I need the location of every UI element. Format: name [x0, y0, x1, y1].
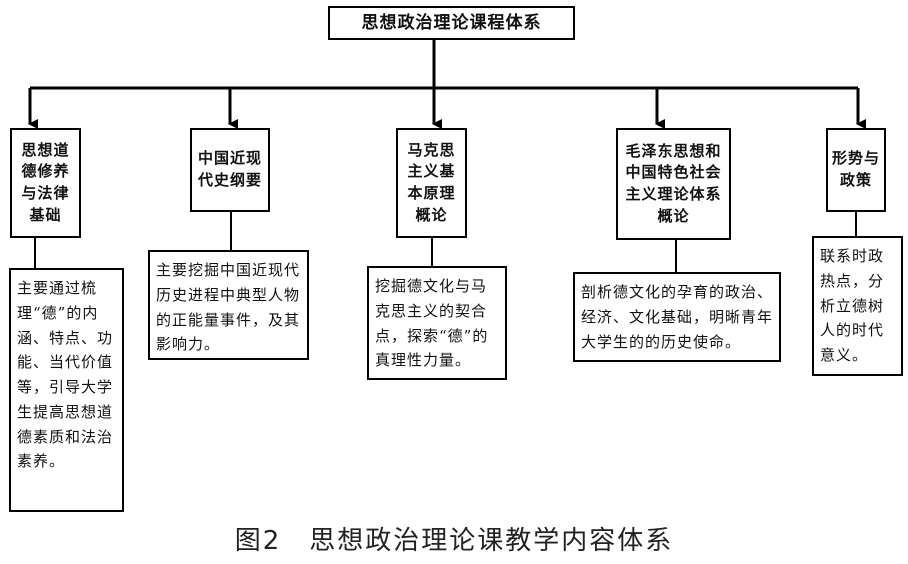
branch-4-header: 毛泽东思想和中国特色社会主义理论体系概论 [616, 128, 731, 240]
branch-1-description: 主要通过梳理“德”的内涵、特点、功能、当代价值等，引导大学生提高思想道德素质和法… [9, 268, 124, 512]
branch-4-description: 剖析德文化的孕育的政治、经济、文化基础，明晰青年大学生的的历史使命。 [573, 272, 781, 362]
branch-3-header: 马克思主义基本原理概论 [396, 128, 467, 238]
branch-4-desc-text: 剖析德文化的孕育的政治、经济、文化基础，明晰青年大学生的的历史使命。 [581, 283, 774, 351]
branch-5-title: 形势与政策 [832, 149, 881, 189]
branch-3-description: 挖掘德文化与马克思主义的契合点，探索“德”的真理性力量。 [367, 266, 507, 380]
root-node: 思想政治理论课程体系 [328, 6, 575, 40]
branch-5-desc-text: 联系时政热点，分析立德树人的时代意义。 [820, 247, 885, 364]
branch-1-title: 思想道德修养与法律基础 [21, 140, 70, 224]
branch-5-description: 联系时政热点，分析立德树人的时代意义。 [812, 236, 903, 376]
branch-2-desc-text: 主要挖掘中国近现代历史进程中典型人物的正能量事件，及其影响力。 [156, 261, 301, 354]
figure-caption: 图2 思想政治理论课教学内容体系 [234, 526, 674, 556]
branch-1-header: 思想道德修养与法律基础 [10, 128, 81, 238]
branch-2-description: 主要挖掘中国近现代历史进程中典型人物的正能量事件，及其影响力。 [148, 250, 309, 360]
root-title: 思想政治理论课程体系 [361, 12, 542, 33]
branch-3-title: 马克思主义基本原理概论 [407, 140, 456, 224]
branch-2-title: 中国近现代史纲要 [197, 149, 262, 189]
branch-3-desc-text: 挖掘德文化与马克思主义的契合点，探索“德”的真理性力量。 [375, 277, 489, 370]
branch-1-desc-text: 主要通过梳理“德”的内涵、特点、功能、当代价值等，引导大学生提高思想道德素质和法… [17, 279, 114, 471]
branch-2-header: 中国近现代史纲要 [190, 128, 270, 212]
branch-5-header: 形势与政策 [826, 128, 886, 212]
branch-4-title: 毛泽东思想和中国特色社会主义理论体系概论 [625, 141, 722, 225]
